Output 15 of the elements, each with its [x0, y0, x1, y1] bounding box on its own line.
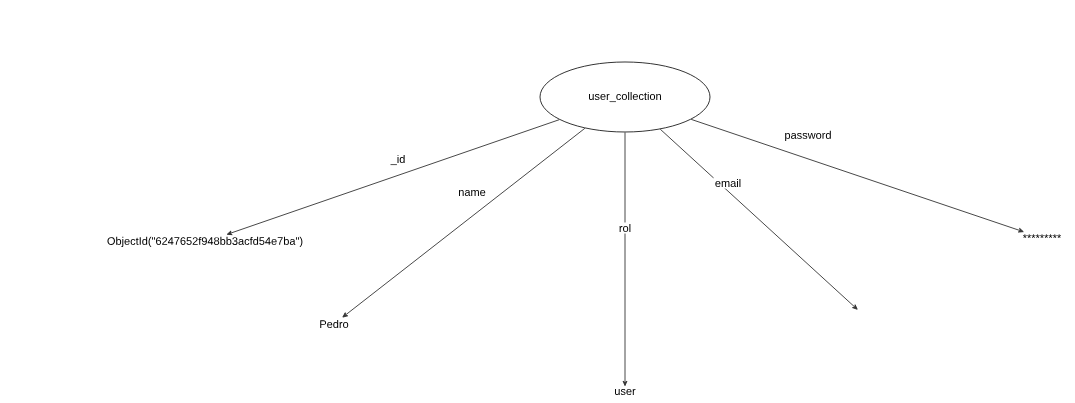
edge-label: rol	[617, 222, 633, 234]
arrow	[659, 128, 858, 310]
value-text: user	[615, 389, 636, 395]
edge-label: name	[456, 188, 488, 198]
arrow	[690, 118, 1024, 233]
edge-label: _id	[389, 153, 407, 167]
edge-label: password	[782, 129, 834, 143]
edge-label: email	[713, 177, 743, 189]
value-text: Pedro	[320, 319, 349, 329]
arrow	[622, 131, 628, 387]
value-text: ObjectId("6247652f948bb3acfd54e7ba")	[107, 236, 303, 248]
value-text: *********	[1022, 234, 1062, 239]
arrow	[342, 127, 586, 318]
ellipse-node: user_collection	[539, 61, 711, 133]
arrow	[226, 119, 560, 236]
